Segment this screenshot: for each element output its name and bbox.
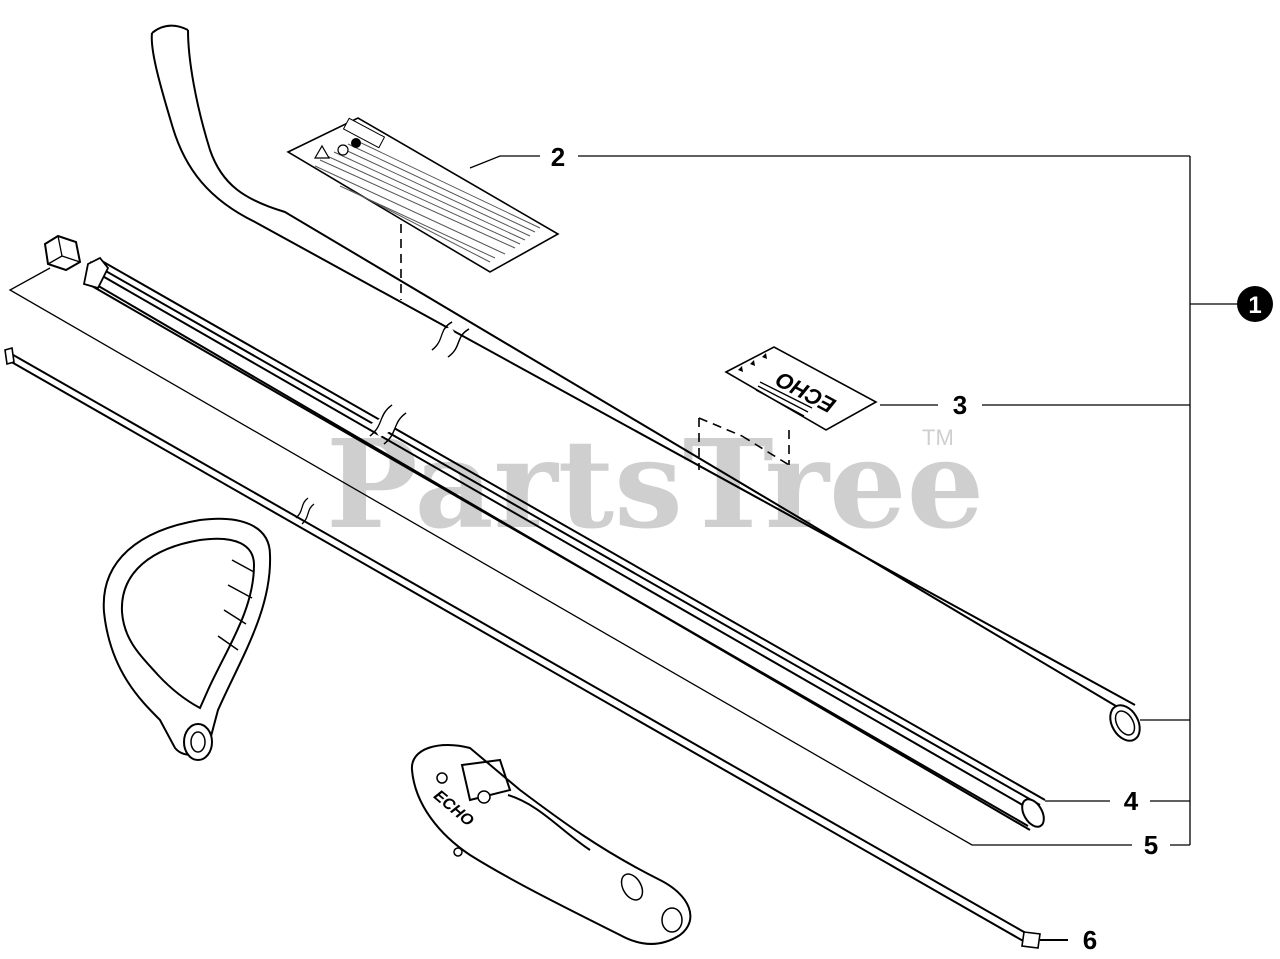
callout-1-badge — [1237, 286, 1273, 322]
callout-5: 5 — [1144, 830, 1158, 860]
callout-4: 4 — [1124, 786, 1139, 816]
warning-label-decal[interactable] — [286, 117, 560, 300]
callouts: 1 2 3 4 5 6 — [551, 142, 1273, 955]
callout-3: 3 — [953, 390, 967, 420]
watermark-brand: PartsTree — [326, 412, 984, 556]
callout-6: 6 — [1083, 925, 1097, 955]
callout-leaders — [469, 155, 1238, 846]
drive-shaft[interactable] — [4, 346, 1068, 949]
callout-2: 2 — [551, 142, 565, 172]
watermark-trademark: TM — [922, 425, 954, 450]
watermark: PartsTree TM — [326, 412, 984, 556]
handle-brand-text: ECHO — [430, 787, 477, 830]
callout-1: 1 — [1248, 292, 1261, 319]
liner-housing[interactable] — [82, 256, 1048, 831]
throttle-handle: ECHO — [410, 744, 692, 945]
bushing[interactable] — [8, 234, 1132, 846]
shaft-tube[interactable] — [150, 24, 1146, 746]
loop-handle — [102, 517, 272, 761]
